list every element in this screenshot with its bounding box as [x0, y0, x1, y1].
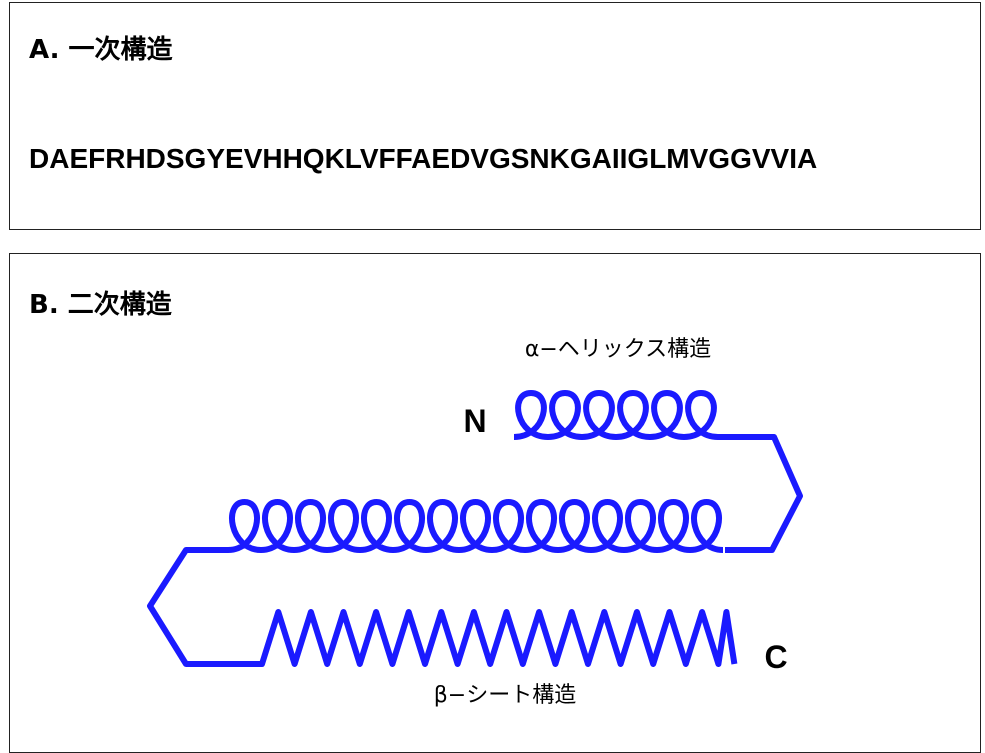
primary-structure-panel: A. 一次構造 DAEFRHDSGYEVHHQKLVFFAEDVGSNKGAII… [9, 2, 981, 230]
alpha-helix-middle [227, 499, 724, 553]
amino-acid-sequence: DAEFRHDSGYEVHHQKLVFFAEDVGSNKGAIIGLMVGGVV… [29, 143, 818, 174]
beta-sheet-label: β−シート構造 [434, 683, 576, 708]
protein-backbone [147, 390, 803, 667]
secondary-structure-panel: B. 二次構造 [9, 253, 981, 753]
alpha-helix-top [513, 390, 719, 440]
right-connector [718, 434, 803, 553]
secondary-structure-heading: B. 二次構造 [29, 290, 172, 320]
primary-structure-heading: A. 一次構造 [29, 35, 173, 65]
n-terminus-label: N [463, 403, 486, 439]
beta-sheet-zigzag [255, 609, 738, 667]
left-connector [147, 547, 255, 667]
c-terminus-label: C [764, 639, 787, 675]
alpha-helix-label: α−ヘリックス構造 [525, 337, 711, 362]
